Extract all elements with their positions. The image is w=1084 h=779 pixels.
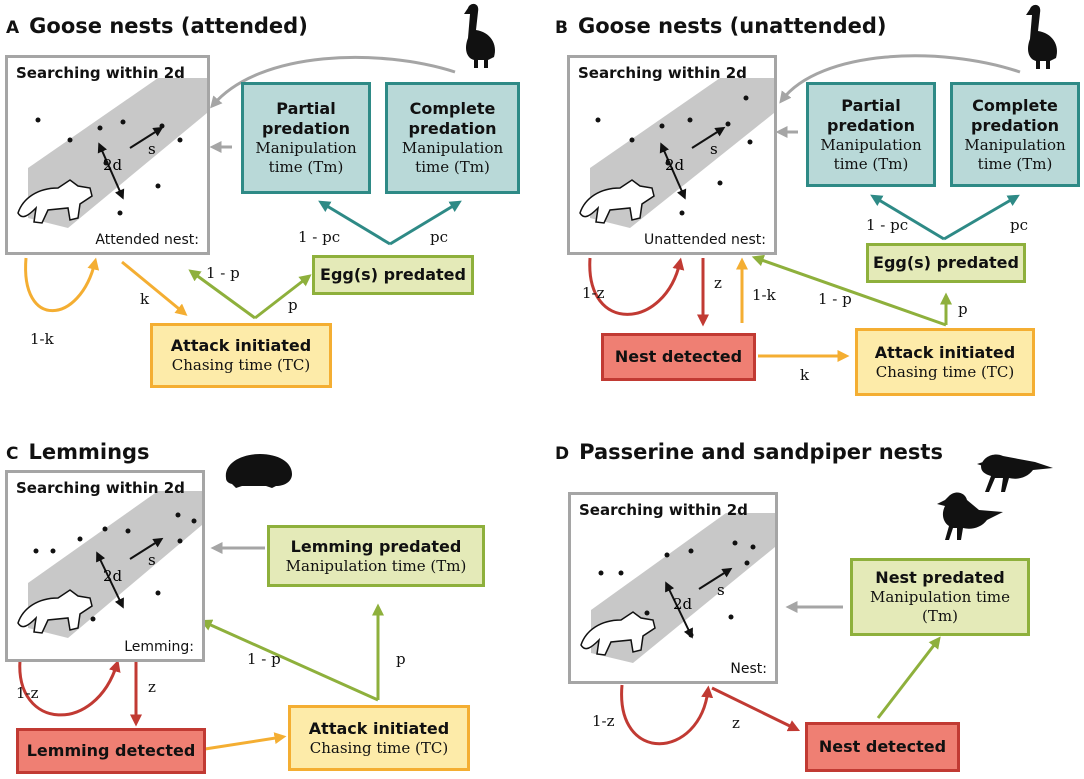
lemming-detected-label-c: Lemming detected <box>26 741 196 760</box>
eggs-predated-box-b: Egg(s) predated <box>866 243 1026 283</box>
nest-detected-label-d: Nest detected <box>818 737 947 756</box>
label-z-b: z <box>714 274 722 292</box>
label-pc-a: pc <box>430 228 449 246</box>
s-label-b: s <box>710 140 718 158</box>
nest-detected-box-d: Nest detected <box>805 722 960 772</box>
two-d-label-c: 2d <box>103 567 123 585</box>
eggs-predated-label-b: Egg(s) predated <box>873 253 1019 272</box>
label-1-k-a: 1-k <box>30 330 54 348</box>
nest-label-d: Nest: <box>730 661 767 677</box>
label-p-a: p <box>288 296 298 314</box>
complete-line2-a: time (Tm) <box>415 158 490 176</box>
nest-detected-label-b: Nest detected <box>614 347 743 366</box>
attack-initiated-box-b: Attack initiated Chasing time (TC) <box>855 328 1035 396</box>
s-label-a: s <box>148 140 156 158</box>
complete-predation-title-b: Complete predation <box>971 95 1059 135</box>
arctic-fox-icon <box>17 589 93 634</box>
label-1-z-c: 1-z <box>16 684 39 702</box>
label-1-pc-a: 1 - pc <box>298 228 341 246</box>
complete-line1-a: Manipulation <box>401 139 504 158</box>
complete-predation-box-b: Complete predation Manipulation time (Tm… <box>950 82 1080 187</box>
arctic-fox-icon <box>580 611 656 656</box>
attack-title-a: Attack initiated <box>170 336 312 356</box>
eggs-predated-box-a: Egg(s) predated <box>312 255 474 295</box>
search-field-c: 2d s <box>8 473 202 659</box>
search-field-b: 2d s <box>570 58 774 252</box>
bird-icon <box>937 492 1003 540</box>
partial-line2-a: time (Tm) <box>268 158 344 176</box>
partial-predation-title-b: Partial predation <box>827 95 915 135</box>
goose-icon <box>1026 4 1058 69</box>
partial-line1-b: Manipulation <box>820 135 922 154</box>
search-area-b: 2d s Searching within 2d Unattended nest… <box>567 55 777 255</box>
attack-title-c: Attack initiated <box>308 718 450 738</box>
arctic-fox-icon <box>17 179 93 224</box>
lemming-icon <box>225 454 292 488</box>
partial-line1-a: Manipulation <box>255 139 357 158</box>
search-title-c: Searching within 2d <box>16 479 185 497</box>
attack-initiated-box-c: Attack initiated Chasing time (TC) <box>288 705 470 771</box>
nest-predated-box-d: Nest predated Manipulation time (Tm) <box>850 558 1030 636</box>
search-area-a: 2d s Searching within 2d Attended nest: <box>5 55 210 255</box>
complete-line2-b: time (Tm) <box>977 154 1053 173</box>
two-d-label-a: 2d <box>103 156 123 174</box>
search-field-d: 2d s <box>571 495 775 681</box>
partial-line2-b: time (Tm) <box>833 154 909 173</box>
lemming-predated-box-c: Lemming predated Manipulation time (Tm) <box>267 525 485 587</box>
label-1-z-d: 1-z <box>592 712 615 730</box>
partial-predation-title-a: Partial predation <box>262 99 350 139</box>
complete-predation-box-a: Complete predation Manipulation time (Tm… <box>385 82 520 194</box>
s-label-d: s <box>717 581 725 599</box>
attack-title-b: Attack initiated <box>874 342 1016 362</box>
nest-label-a: Attended nest: <box>95 232 199 248</box>
attack-sub-b: Chasing time (TC) <box>875 362 1015 381</box>
label-p-b: p <box>958 300 968 318</box>
two-d-label-b: 2d <box>665 156 685 174</box>
label-k-b: k <box>800 366 810 384</box>
nest-predated-sub-d: Manipulation time (Tm) <box>870 588 1010 625</box>
label-p-c: p <box>396 650 406 668</box>
search-title-b: Searching within 2d <box>578 64 747 82</box>
s-label-c: s <box>148 551 156 569</box>
nest-label-b: Unattended nest: <box>644 232 766 248</box>
complete-line1-b: Manipulation <box>964 135 1066 154</box>
partial-predation-box-a: Partial predation Manipulation time (Tm) <box>241 82 371 194</box>
search-field-a: 2d s <box>8 58 207 252</box>
attack-sub-c: Chasing time (TC) <box>309 738 449 757</box>
label-z-c: z <box>148 678 156 696</box>
partial-predation-box-b: Partial predation Manipulation time (Tm) <box>806 82 936 187</box>
goose-icon <box>464 3 496 68</box>
label-1-pc-b: 1 - pc <box>866 216 909 234</box>
lemming-predated-sub-c: Manipulation time (Tm) <box>285 556 467 575</box>
search-title-d: Searching within 2d <box>579 501 748 519</box>
label-1-k-b: 1-k <box>752 286 776 304</box>
two-d-label-d: 2d <box>673 595 693 613</box>
bird-icon <box>977 454 1053 492</box>
eggs-predated-label-a: Egg(s) predated <box>320 265 466 284</box>
nest-predated-title-d: Nest predated <box>875 568 1005 588</box>
search-title-a: Searching within 2d <box>16 64 185 82</box>
search-area-d: 2d s Searching within 2d Nest: <box>568 492 778 684</box>
label-pc-b: pc <box>1010 216 1029 234</box>
arctic-fox-icon <box>579 179 655 224</box>
attack-initiated-box-a: Attack initiated Chasing time (TC) <box>150 323 332 388</box>
search-area-c: 2d s Searching within 2d Lemming: <box>5 470 205 662</box>
lemming-predated-title-c: Lemming predated <box>290 536 462 556</box>
label-z-d: z <box>732 714 740 732</box>
attack-sub-a: Chasing time (TC) <box>171 356 311 375</box>
label-1-z-b: 1-z <box>582 284 605 302</box>
complete-predation-title-a: Complete predation <box>408 99 497 139</box>
label-1-p-a: 1 - p <box>206 264 240 282</box>
label-1-p-c: 1 - p <box>247 650 281 668</box>
label-1-p-b: 1 - p <box>818 290 852 308</box>
lemming-detected-box-c: Lemming detected <box>16 728 206 774</box>
nest-detected-box-b: Nest detected <box>601 333 756 381</box>
label-k-a: k <box>140 290 150 308</box>
nest-label-c: Lemming: <box>124 639 194 655</box>
